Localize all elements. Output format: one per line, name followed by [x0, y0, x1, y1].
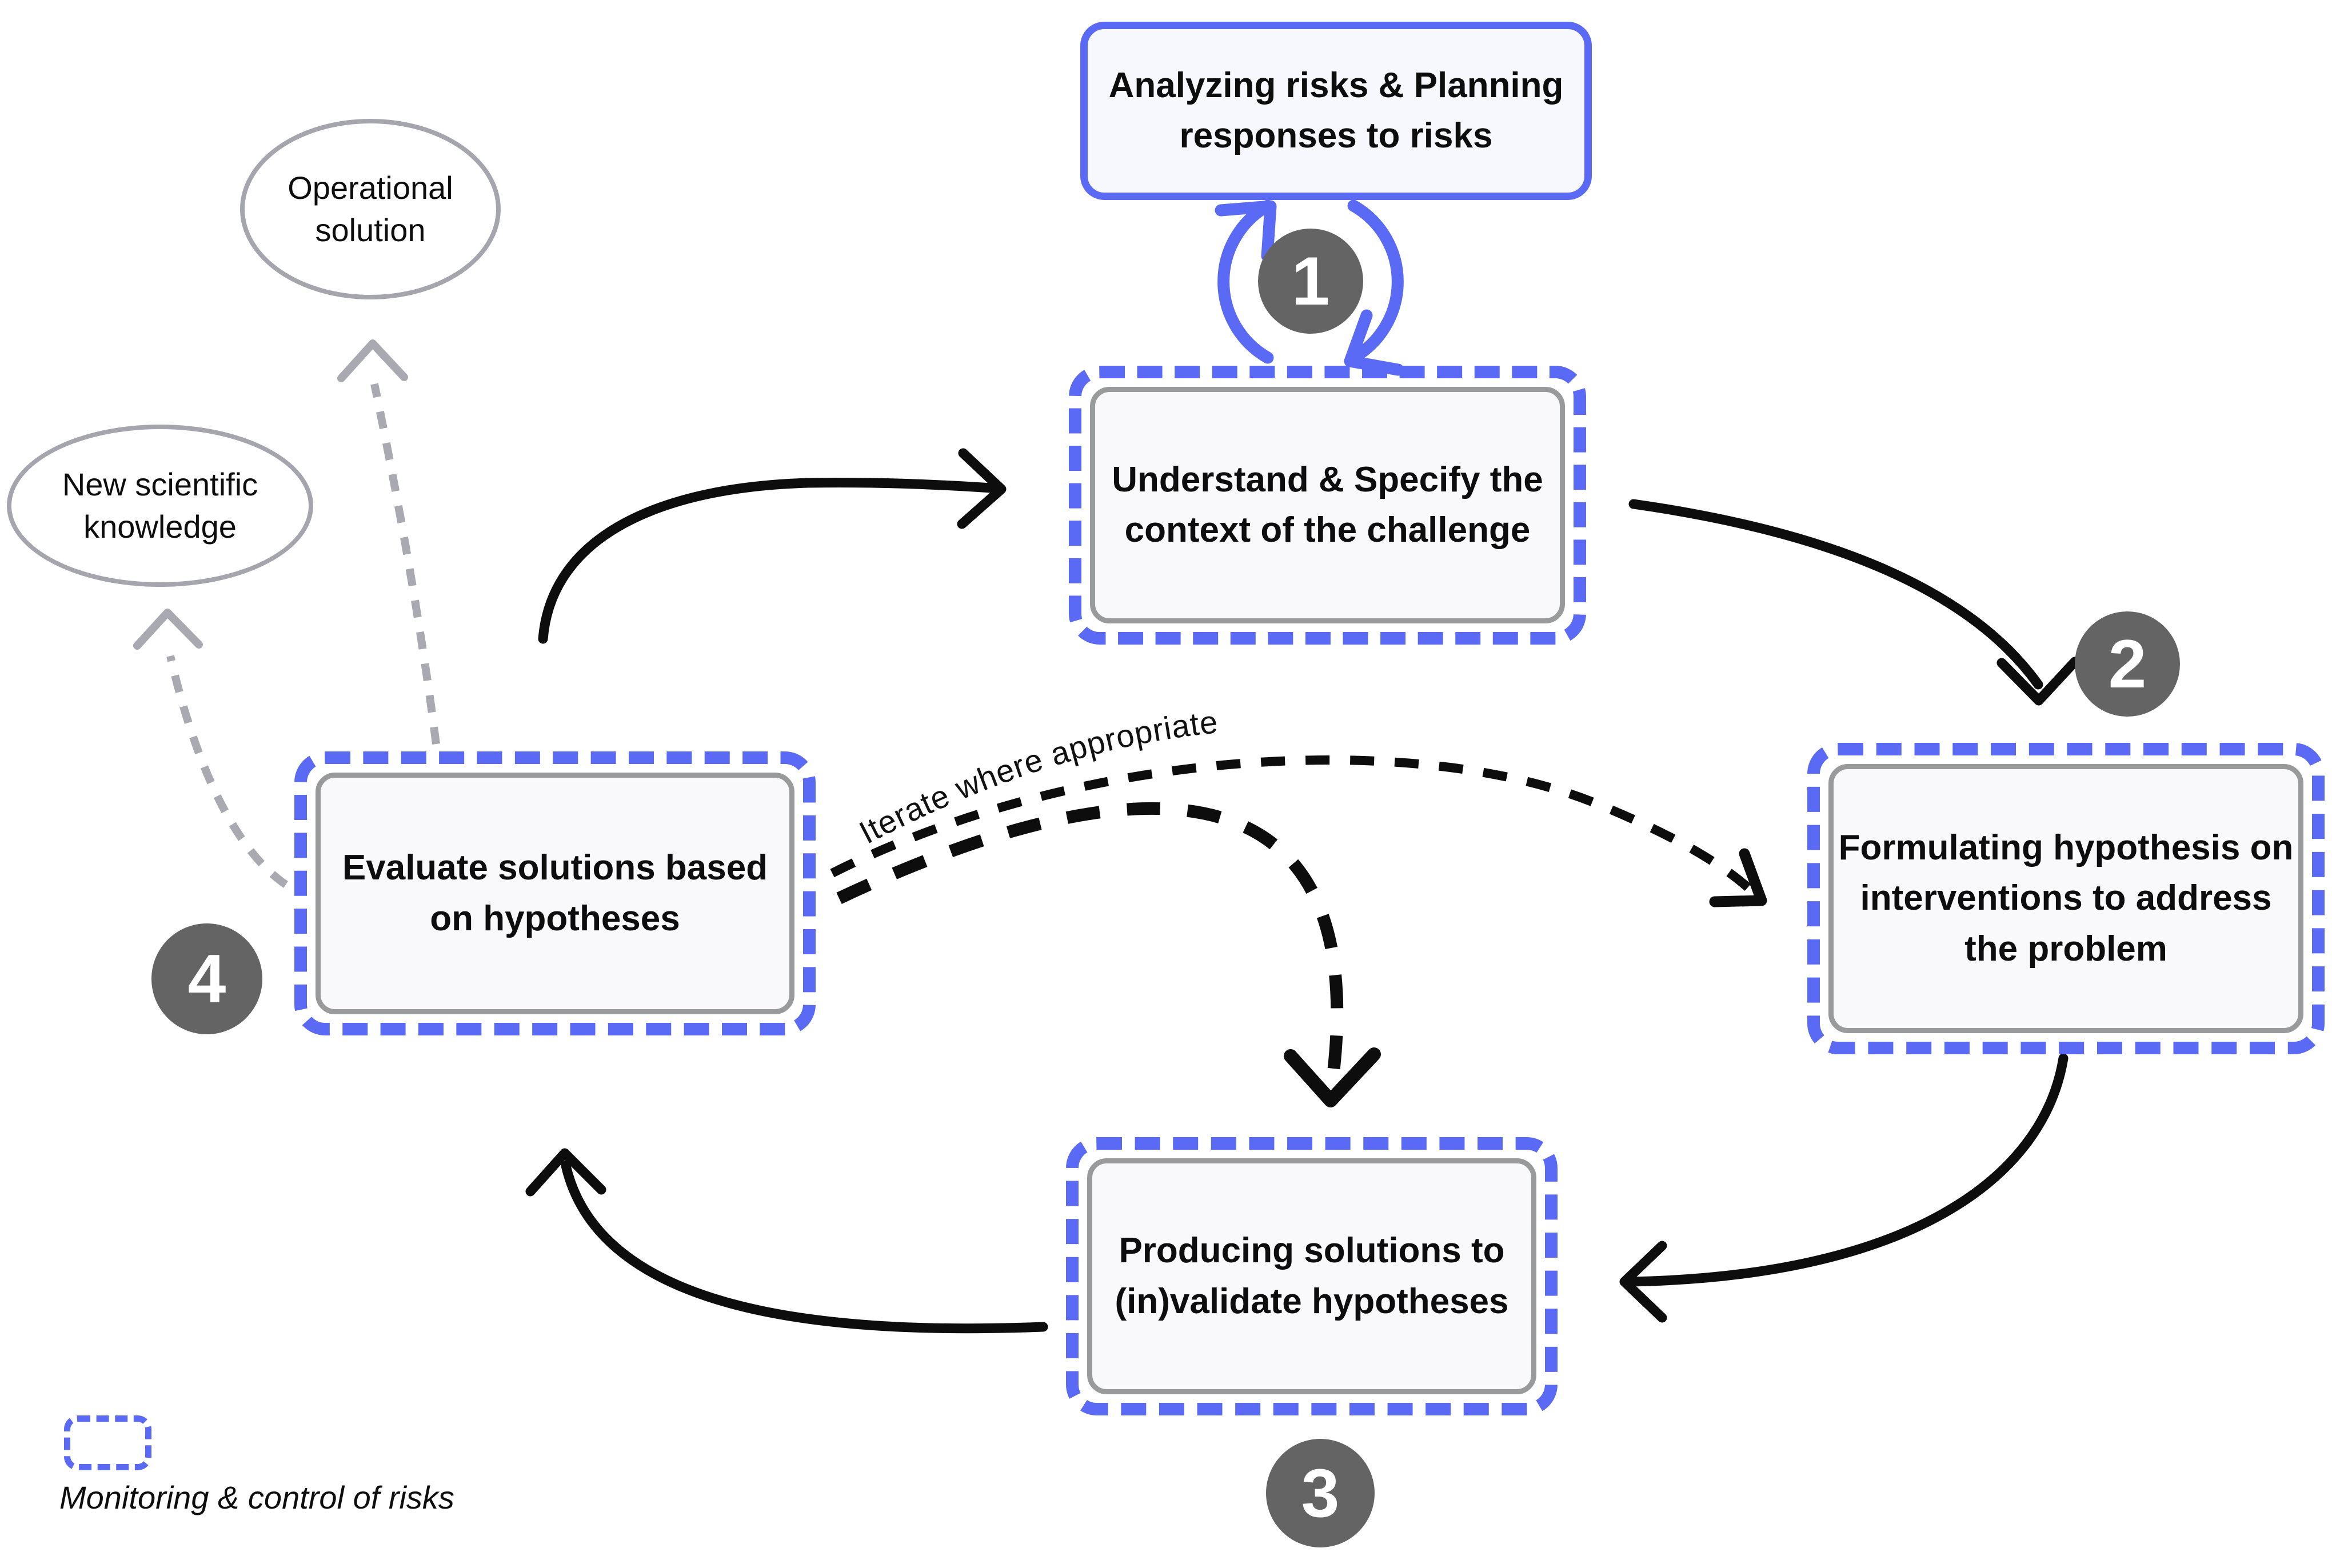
- step-4-label: Evaluate solutions based on hypotheses: [316, 773, 794, 1014]
- dashed-arrowhead-down-icon: [1284, 1047, 1381, 1107]
- step-2-badge: 2: [2075, 611, 2180, 717]
- arrow-evaluate-to-understand: [538, 478, 1004, 644]
- dashed-iterate-to-formulating: [830, 755, 1759, 898]
- arrowhead-down-icon: [1996, 657, 2080, 706]
- dashed-arrow-to-operational-solution: [370, 383, 440, 745]
- legend-dashed-swatch: [64, 1415, 151, 1470]
- step-2-label: Formulating hypothesis on interventions …: [1828, 764, 2303, 1033]
- gray-arrowhead-up-icon: [337, 339, 408, 382]
- step-2-box: Formulating hypothesis on interventions …: [1807, 743, 2325, 1054]
- arrowhead-left-icon: [1619, 1241, 1667, 1323]
- operational-solution-oval: Operational solution: [240, 119, 501, 299]
- step-1-badge: 1: [1258, 229, 1363, 334]
- dashed-arrowhead-right-icon: [1709, 848, 1767, 907]
- dashed-iterate-to-producing: [836, 802, 1344, 1078]
- step-3-box: Producing solutions to (in)validate hypo…: [1066, 1137, 1558, 1415]
- arrow-formulating-to-producing: [1623, 1053, 2069, 1287]
- risk-planning-box: Analyzing risks & Planning responses to …: [1080, 22, 1592, 200]
- arrowhead-right-icon: [957, 448, 1007, 529]
- legend-caption: Monitoring & control of risks: [59, 1479, 454, 1515]
- step-1-box: Understand & Specify the context of the …: [1069, 366, 1586, 645]
- step-4-box: Evaluate solutions based on hypotheses: [294, 751, 816, 1035]
- step-1-label: Understand & Specify the context of the …: [1090, 387, 1565, 623]
- step-3-label: Producing solutions to (in)validate hypo…: [1087, 1158, 1536, 1394]
- gray-arrowhead-up-icon: [133, 609, 203, 650]
- step-4-badge: 4: [151, 923, 262, 1034]
- new-knowledge-oval: New scientific knowledge: [7, 425, 313, 587]
- arrowhead-up-icon: [525, 1148, 606, 1197]
- risk-planning-label: Analyzing risks & Planning responses to …: [1108, 65, 1564, 155]
- dashed-arrow-to-new-knowledge: [166, 655, 288, 888]
- step-3-badge: 3: [1266, 1439, 1375, 1547]
- arrow-producing-to-evaluate: [561, 1161, 1048, 1334]
- arrow-understand-to-formulating: [1628, 499, 2043, 690]
